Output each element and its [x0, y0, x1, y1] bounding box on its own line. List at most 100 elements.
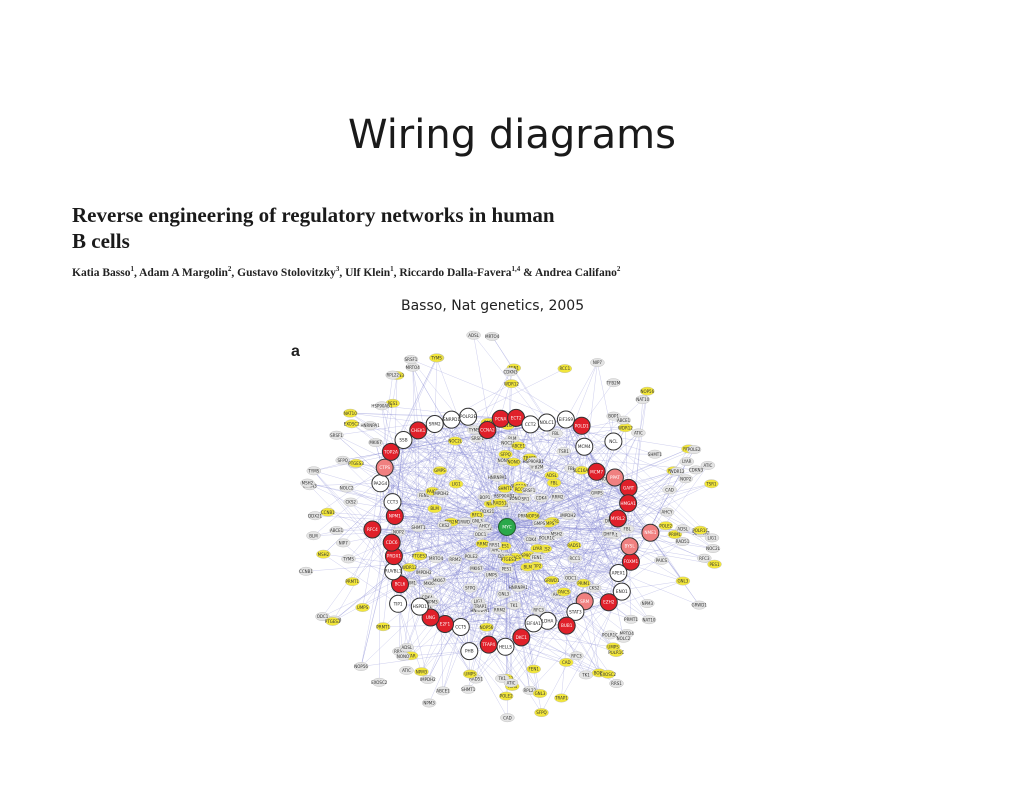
- svg-text:ENO1: ENO1: [616, 589, 628, 594]
- svg-text:FBL: FBL: [550, 481, 558, 486]
- svg-text:PTGES3: PTGES3: [412, 554, 428, 559]
- svg-text:MRTO4: MRTO4: [485, 334, 500, 339]
- network-leaf-nodes: FBLSLC16A1AHCYNOP56PAICSTSR1GNL3RRS1POLR…: [298, 330, 722, 723]
- leaf-node: POLE2: [498, 691, 514, 701]
- svg-text:GMPS: GMPS: [534, 521, 546, 526]
- svg-text:DDX21: DDX21: [308, 513, 322, 518]
- leaf-node: FEN1: [526, 664, 541, 674]
- svg-text:TFB2M: TFB2M: [606, 380, 621, 385]
- svg-text:PAICS: PAICS: [656, 558, 668, 563]
- leaf-node: IMPDH2: [420, 675, 436, 684]
- network-edge: [323, 416, 469, 555]
- leaf-node: RFC3: [569, 651, 584, 661]
- hub-node: HMGA1: [619, 494, 638, 513]
- svg-text:TYMS: TYMS: [430, 356, 442, 361]
- svg-text:WDR12: WDR12: [618, 425, 633, 430]
- leaf-node: ATIC: [700, 460, 716, 470]
- author-name: Katia Basso: [72, 266, 131, 279]
- leaf-node: NOP56: [525, 511, 540, 521]
- network-edge: [512, 438, 585, 447]
- leaf-node: BLM: [520, 562, 535, 572]
- leaf-node: RFC3: [531, 605, 546, 615]
- svg-text:POLR2E: POLR2E: [460, 414, 477, 419]
- network-edge: [372, 529, 481, 535]
- hub-node: MYBL2: [608, 509, 627, 528]
- network-edge: [315, 515, 508, 528]
- svg-text:UMPS: UMPS: [486, 572, 498, 577]
- svg-text:BUB1: BUB1: [561, 623, 573, 628]
- svg-text:HELLS: HELLS: [499, 644, 512, 649]
- leaf-node: NOP2: [391, 527, 406, 537]
- leaf-node: CAD: [662, 485, 677, 495]
- leaf-node: NIP7: [336, 538, 351, 548]
- svg-text:PES1: PES1: [709, 562, 719, 567]
- svg-text:ABCE1: ABCE1: [436, 689, 450, 694]
- network-edge: [434, 357, 438, 425]
- leaf-node: PAICS: [654, 555, 669, 565]
- network-edge: [506, 526, 715, 565]
- network-edge: [460, 626, 609, 675]
- leaf-node: RRS1: [487, 540, 502, 550]
- hub-node: TOP2A: [381, 442, 400, 461]
- network-edge: [412, 367, 420, 607]
- svg-text:EXOSC2: EXOSC2: [371, 680, 387, 685]
- leaf-node: RAD51: [675, 537, 690, 547]
- hub-node: TIP1: [389, 594, 408, 613]
- hub-node: HELLS: [496, 637, 515, 656]
- svg-text:RCC1: RCC1: [570, 556, 581, 561]
- svg-text:TYMS: TYMS: [468, 428, 480, 433]
- svg-text:LDHA: LDHA: [542, 618, 554, 623]
- svg-text:GNL3: GNL3: [498, 592, 509, 597]
- network-edge: [343, 419, 452, 544]
- svg-text:WDR12: WDR12: [504, 381, 519, 386]
- svg-text:HSP90AB1: HSP90AB1: [494, 494, 516, 499]
- leaf-node: SFPQ: [498, 449, 513, 459]
- svg-text:GMPS: GMPS: [543, 521, 555, 526]
- leaf-node: GMPS: [432, 466, 448, 476]
- leaf-node: SFPQ: [335, 455, 350, 465]
- network-edge: [323, 554, 399, 604]
- hub-node: NCL: [604, 432, 623, 451]
- svg-text:FEN1: FEN1: [419, 493, 430, 498]
- svg-text:TOP2A: TOP2A: [383, 449, 398, 454]
- network-edge: [391, 542, 587, 676]
- svg-text:PHB: PHB: [465, 649, 474, 654]
- svg-text:POLR1C: POLR1C: [602, 633, 618, 638]
- network-edge: [384, 467, 508, 528]
- svg-text:RRS1: RRS1: [394, 649, 405, 654]
- svg-text:RFC3: RFC3: [472, 513, 483, 518]
- svg-text:ADSL: ADSL: [402, 645, 413, 650]
- svg-text:HSP90AB1: HSP90AB1: [518, 553, 540, 558]
- svg-text:NOC2L: NOC2L: [501, 441, 515, 446]
- leaf-node: NPM3: [414, 667, 429, 677]
- svg-text:PPAT: PPAT: [610, 475, 620, 480]
- hub-node: TFAP4: [479, 635, 498, 654]
- svg-text:HNRNPA1: HNRNPA1: [360, 423, 380, 428]
- leaf-node: SHMT1: [461, 684, 476, 694]
- network-edge: [439, 470, 576, 613]
- leaf-node: CCNB1: [298, 566, 313, 576]
- svg-text:PRDX1: PRDX1: [387, 554, 402, 559]
- svg-text:PAICS: PAICS: [509, 555, 521, 560]
- network-edge: [421, 626, 461, 672]
- leaf-node: POLE2: [686, 445, 702, 455]
- svg-text:NPM3: NPM3: [423, 701, 435, 706]
- svg-text:NONO: NONO: [508, 460, 520, 465]
- svg-text:SRSF1: SRSF1: [405, 357, 418, 362]
- svg-text:RRS1: RRS1: [611, 681, 622, 686]
- svg-text:BOP1: BOP1: [608, 414, 619, 419]
- hub-node: HSPD1: [410, 597, 429, 616]
- network-edge: [332, 571, 394, 622]
- leaf-node: CKS2: [343, 497, 358, 507]
- svg-text:ABCE1: ABCE1: [512, 443, 526, 448]
- leaf-node: BLM: [427, 504, 442, 514]
- leaf-node: IMPDH2: [416, 567, 432, 577]
- svg-text:NOP56: NOP56: [480, 625, 494, 630]
- leaf-node: EXOSC2: [344, 419, 360, 429]
- network-hub-nodes: FOXM1APEX1ENO1EZH2SRMSTAT3BUB1LDHAEIF4A1…: [363, 407, 660, 661]
- svg-text:CDK4: CDK4: [526, 537, 537, 542]
- leaf-node: SRSF1: [521, 486, 537, 496]
- svg-text:NOP2: NOP2: [393, 530, 405, 535]
- svg-text:PES1: PES1: [499, 544, 509, 549]
- hub-node: ENO1: [612, 582, 631, 601]
